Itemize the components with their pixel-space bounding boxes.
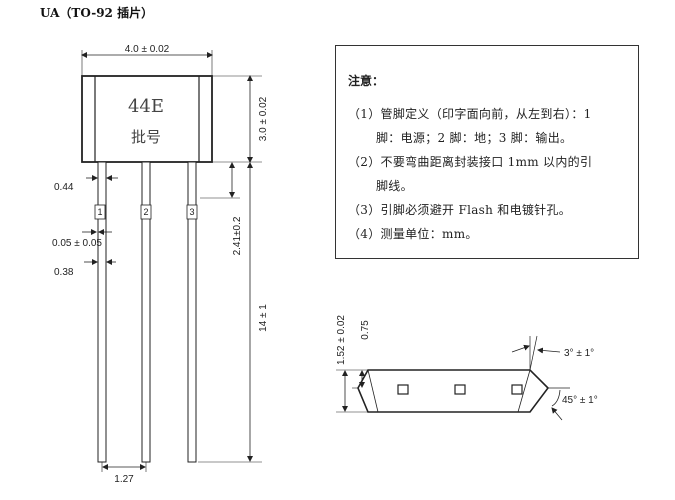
draft-angle-ref-line (529, 335, 538, 371)
side-lead-3 (511, 384, 523, 395)
notes-heading: 注意： (348, 74, 385, 88)
side-view-edge (367, 369, 379, 413)
draft-angle-label: 3° ± 1° (564, 348, 594, 359)
marking-text: 44E (128, 96, 164, 117)
drawing-title: UA（TO-92 插片） (40, 5, 153, 20)
package-body (81, 75, 213, 163)
lead-width-label: 0.44 (54, 182, 74, 193)
draft-angle-arrow (511, 344, 530, 353)
chamfer-arrow (551, 407, 563, 421)
chamfer-angle-label: 45° ± 1° (562, 395, 598, 406)
side-lead-2 (454, 384, 466, 395)
sensor-depth-label: 0.75 (360, 320, 371, 340)
pin-3-tag (186, 204, 198, 220)
pin-3-label: 3 (189, 207, 194, 217)
shoulder-length-label: 2.41±0.2 (232, 216, 243, 255)
pin-1-label: 1 (97, 207, 102, 217)
lead-length-label: 14 ± 1 (258, 304, 269, 332)
pin-2-tag (140, 204, 152, 220)
note-line: （3）引脚必须避开 Flash 和电镀针孔。 (348, 203, 572, 217)
note-line: 脚：电源；2 脚：地；3 脚：输出。 (376, 131, 573, 145)
pin-2-label: 2 (143, 207, 148, 217)
chamfer-arc (551, 389, 561, 407)
lead-gap-label: 0.05 ± 0.05 (52, 238, 102, 249)
side-lead-1 (397, 384, 409, 395)
note-line: （2）不要弯曲距离封装接口 1mm 以内的引 (348, 155, 593, 169)
thickness-label: 1.52 ± 0.02 (336, 315, 347, 365)
body-height-label: 3.0 ± 0.02 (258, 96, 269, 141)
note-line: （1）管脚定义（印字面向前，从左到右）：1 (348, 107, 592, 121)
note-line: （4）测量单位：mm。 (348, 227, 478, 241)
lead-3 (187, 161, 197, 463)
side-view-edge (517, 369, 531, 413)
pin-1-tag (94, 204, 106, 220)
lead-narrow-label: 0.38 (54, 267, 74, 278)
notes-box: 注意： （1）管脚定义（印字面向前，从左到右）：1 脚：电源；2 脚：地；3 脚… (335, 45, 639, 259)
pitch-label: 1.27 (114, 474, 134, 485)
draft-angle-arrow (537, 347, 561, 354)
batch-label: 批号 (131, 128, 161, 146)
note-line: 脚线。 (376, 179, 413, 193)
body-width-label: 4.0 ± 0.02 (125, 44, 170, 55)
